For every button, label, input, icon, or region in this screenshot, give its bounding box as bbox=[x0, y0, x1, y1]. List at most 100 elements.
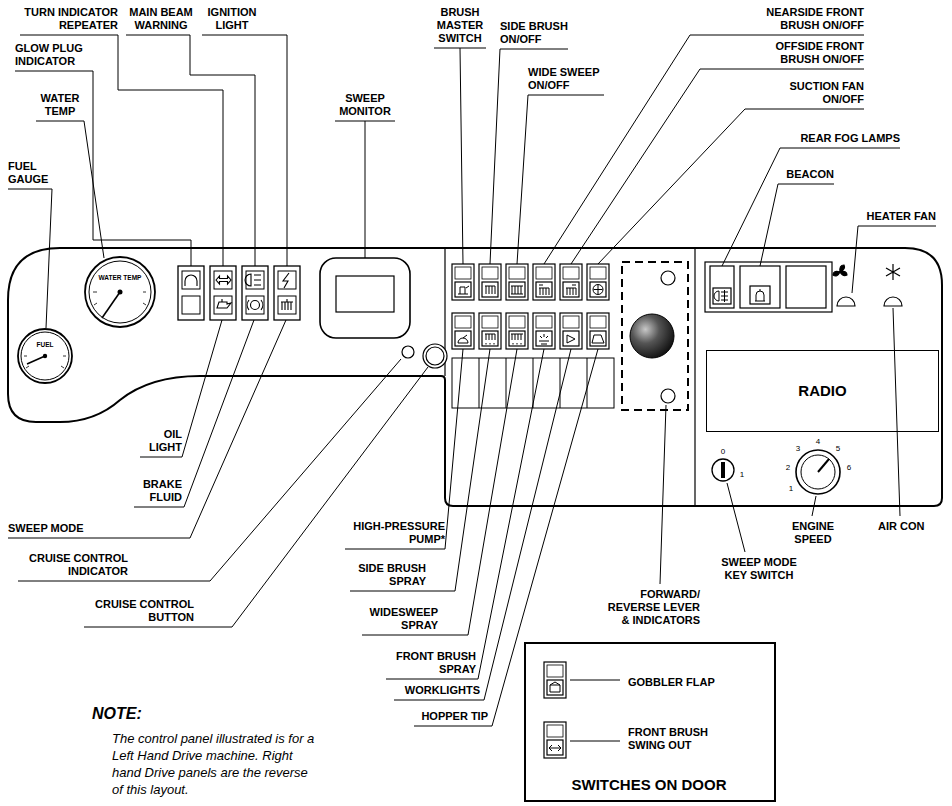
leader-line bbox=[350, 349, 490, 591]
callout-label: BRAKE FLUID bbox=[134, 478, 182, 504]
leader-line bbox=[134, 320, 254, 507]
forward-reverse-lever bbox=[622, 262, 688, 410]
rocker-switch bbox=[511, 286, 523, 294]
rocker-switch bbox=[533, 313, 555, 349]
door-switch bbox=[550, 682, 560, 692]
rocker-switch bbox=[587, 264, 609, 300]
leader-line bbox=[84, 367, 428, 627]
rocker-switch bbox=[533, 264, 555, 300]
callout-label: MAIN BEAM WARNING bbox=[126, 6, 196, 32]
callout-label: ENGINE SPEED bbox=[786, 520, 840, 546]
rocker-switch bbox=[506, 264, 528, 300]
callout-label: WIDE SWEEP ON/OFF bbox=[528, 66, 604, 92]
door-switch bbox=[544, 662, 566, 758]
key-switch bbox=[721, 462, 725, 478]
rocker-switch bbox=[452, 313, 609, 349]
warning-lamp-block bbox=[178, 266, 300, 320]
warning-lamp-block bbox=[178, 266, 204, 320]
callout-label: HOPPER TIP bbox=[414, 710, 488, 723]
water-temp-gauge-face bbox=[94, 303, 97, 305]
rocker-switch bbox=[452, 264, 474, 300]
rocker-switch bbox=[506, 313, 528, 349]
switch-housing bbox=[713, 288, 731, 304]
callout-label: WIDESWEEP SPRAY bbox=[362, 606, 438, 632]
leader-line bbox=[8, 35, 936, 726]
warning-lamp-block bbox=[210, 266, 236, 320]
rocker-switch bbox=[458, 286, 469, 294]
cruise-control bbox=[426, 347, 444, 365]
note-text: The control panel illustrated is for a L… bbox=[112, 730, 317, 798]
door-switch bbox=[544, 662, 566, 698]
blank-switch-row bbox=[452, 358, 614, 408]
node-text: WATER TEMP bbox=[84, 274, 156, 282]
leader-line bbox=[140, 320, 222, 457]
rocker-switch bbox=[539, 334, 549, 344]
rocker-switch bbox=[506, 264, 528, 300]
water-temp-gauge-face bbox=[84, 256, 156, 328]
door-switch bbox=[544, 722, 566, 758]
cruise-control bbox=[402, 344, 447, 368]
leader-line bbox=[18, 359, 401, 581]
switch-position-number: 0 bbox=[721, 447, 725, 456]
callout-label: OFFSIDE FRONT BRUSH ON/OFF bbox=[760, 40, 864, 66]
callout-label: NEARSIDE FRONT BRUSH ON/OFF bbox=[760, 6, 864, 32]
callout-label: SIDE BRUSH ON/OFF bbox=[500, 20, 572, 46]
air-con-control bbox=[884, 297, 902, 306]
rocker-switch bbox=[511, 334, 523, 345]
door-switch-box: GOBBLER FLAPFRONT BRUSH SWING OUTSWITCHE… bbox=[524, 642, 776, 802]
callout-label: IGNITION LIGHT bbox=[202, 6, 262, 32]
rocker-switch bbox=[479, 264, 501, 300]
panel-divider bbox=[445, 248, 695, 506]
sweep-monitor bbox=[320, 258, 410, 338]
switch-housing bbox=[705, 262, 832, 312]
water-temp-gauge-face bbox=[143, 303, 146, 305]
warning-lamp-symbol bbox=[185, 273, 293, 310]
leader-line bbox=[345, 349, 463, 549]
warning-lamp-block bbox=[242, 266, 268, 320]
callout-label: AIR CON bbox=[878, 520, 936, 533]
dial-number: 2 bbox=[786, 463, 790, 472]
rocker-switch bbox=[560, 264, 582, 300]
switch-housing bbox=[705, 262, 832, 312]
dial-number: 4 bbox=[816, 437, 820, 446]
leader-line bbox=[570, 680, 620, 741]
switch-symbol bbox=[714, 290, 728, 302]
sweep-monitor bbox=[336, 276, 394, 312]
rocker-switch bbox=[567, 335, 575, 343]
warning-lamp-symbol bbox=[247, 300, 263, 310]
water-temp-gauge-face bbox=[93, 292, 146, 305]
gauge-ring bbox=[18, 329, 72, 383]
rocker-switch bbox=[506, 313, 528, 349]
leader-line bbox=[460, 48, 463, 264]
air-con-control bbox=[884, 264, 902, 306]
forward-reverse-lever bbox=[661, 271, 675, 285]
leader-line bbox=[362, 349, 517, 635]
callout-label: SWEEP MODE KEY SWITCH bbox=[716, 556, 802, 582]
callout-label: TURN INDICATOR REPEATER bbox=[8, 6, 118, 32]
fuel-gauge-face bbox=[63, 356, 66, 357]
gauge-dial: WATER TEMP bbox=[84, 256, 156, 328]
switch-symbol bbox=[755, 289, 765, 301]
leader-line bbox=[727, 483, 745, 552]
node-text: SWITCHES ON DOOR bbox=[526, 776, 772, 794]
switch-symbol bbox=[714, 289, 765, 302]
sweep-monitor bbox=[320, 258, 410, 338]
rocker-switch bbox=[593, 285, 603, 295]
engine-speed-dial bbox=[796, 450, 840, 494]
fuel-gauge-face bbox=[43, 354, 47, 358]
gauge-ring bbox=[89, 261, 151, 323]
leader-line bbox=[722, 148, 900, 266]
rocker-switch bbox=[560, 264, 582, 300]
warning-lamp-symbol bbox=[283, 273, 289, 288]
engine-speed-dial bbox=[796, 450, 840, 494]
rocker-switch bbox=[479, 264, 501, 300]
leader-line bbox=[126, 35, 255, 266]
switch-housing bbox=[786, 266, 826, 308]
leader-line bbox=[852, 226, 936, 293]
door-switch bbox=[549, 745, 561, 751]
callout-label: BEACON bbox=[778, 168, 834, 181]
fuel-gauge-face bbox=[24, 356, 66, 368]
warning-lamp-block bbox=[274, 266, 300, 320]
water-temp-gauge-face bbox=[84, 256, 156, 328]
